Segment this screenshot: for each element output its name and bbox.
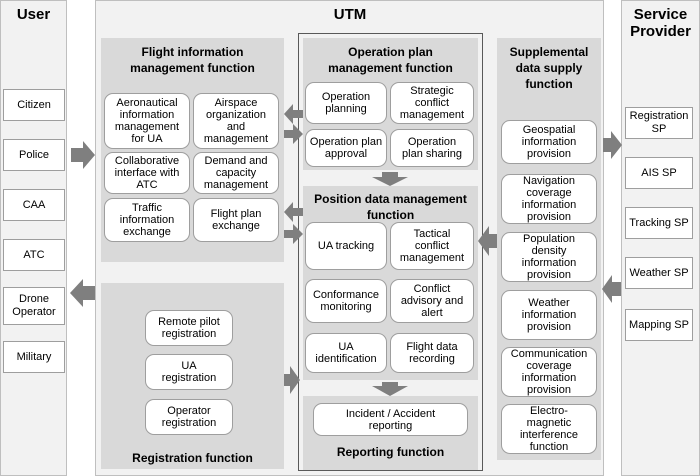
registration-title: Registration function xyxy=(132,451,253,465)
supplemental-title: Supplemental data supply function xyxy=(509,45,589,91)
operation-planning: Operation planning xyxy=(305,82,387,124)
user-column xyxy=(0,0,67,476)
utm-title: UTM xyxy=(333,6,367,23)
arrow-opplan-to-flightinfo xyxy=(284,104,303,124)
arrow-opplan-to-position xyxy=(372,172,408,186)
middle-frame xyxy=(298,33,483,471)
supp-weather: Weather information provision xyxy=(501,290,597,340)
flight-info-flight-plan-exchange: Flight plan exchange xyxy=(193,198,279,242)
user-military: Military xyxy=(3,341,65,373)
user-atc: ATC xyxy=(3,239,65,271)
arrow-supplemental-to-sp xyxy=(603,131,622,159)
flight-info-aeronautical: Aeronautical information management for … xyxy=(104,93,190,149)
user-citizen: Citizen xyxy=(3,89,65,121)
reporting-title: Reporting function xyxy=(336,445,445,459)
sp-weather: Weather SP xyxy=(625,257,693,289)
arrow-sp-to-supplemental xyxy=(602,275,621,303)
operation-plan-sharing: Operation plan sharing xyxy=(390,129,474,167)
flight-info-title: Flight information management function xyxy=(130,45,255,75)
operation-plan-title: Operation plan management function xyxy=(328,45,453,75)
supp-communication-coverage: Communication coverage information provi… xyxy=(501,347,597,397)
sp-tracking: Tracking SP xyxy=(625,207,693,239)
flight-info-airspace: Airspace organization and management xyxy=(193,93,279,149)
arrow-position-to-flightinfo xyxy=(284,202,303,222)
arrow-registration-to-position xyxy=(284,366,300,394)
ua-identification: UA identification xyxy=(305,333,387,373)
sp-ais: AIS SP xyxy=(625,157,693,189)
user-drone-operator: Drone Operator xyxy=(3,287,65,325)
flight-info-collaborative-atc: Collaborative interface with ATC xyxy=(104,152,190,194)
supp-electromagnetic-interference: Electro- magnetic interference function xyxy=(501,404,597,454)
sp-mapping: Mapping SP xyxy=(625,309,693,341)
arrow-flightinfo-to-position xyxy=(284,224,303,244)
supp-navigation-coverage: Navigation coverage information provisio… xyxy=(501,174,597,224)
strategic-conflict-management: Strategic conflict management xyxy=(390,82,474,124)
arrow-flightinfo-to-opplan xyxy=(284,124,303,144)
flight-data-recording: Flight data recording xyxy=(390,333,474,373)
registration-remote-pilot: Remote pilot registration xyxy=(145,310,233,346)
conflict-advisory-alert: Conflict advisory and alert xyxy=(390,279,474,323)
registration-operator: Operator registration xyxy=(145,399,233,435)
supp-population-density: Population density information provision xyxy=(501,232,597,282)
arrow-utm-to-drone-operator xyxy=(70,279,95,307)
arrow-position-to-reporting xyxy=(372,382,408,396)
flight-info-traffic-exchange: Traffic information exchange xyxy=(104,198,190,242)
user-caa: CAA xyxy=(3,189,65,221)
service-provider-title: Service Provider xyxy=(630,6,691,40)
flight-info-demand-capacity: Demand and capacity management xyxy=(193,152,279,194)
user-police: Police xyxy=(3,139,65,171)
registration-ua: UA registration xyxy=(145,354,233,390)
supp-geospatial: Geospatial information provision xyxy=(501,120,597,164)
operation-plan-approval: Operation plan approval xyxy=(305,129,387,167)
user-title: User xyxy=(16,6,51,23)
tactical-conflict-management: Tactical conflict management xyxy=(390,222,474,270)
sp-registration: Registration SP xyxy=(625,107,693,139)
incident-accident-reporting: Incident / Accident reporting xyxy=(313,403,468,436)
ua-tracking: UA tracking xyxy=(305,222,387,270)
arrow-user-to-utm xyxy=(71,141,95,169)
arrow-supplemental-to-position xyxy=(478,226,497,256)
conformance-monitoring: Conformance monitoring xyxy=(305,279,387,323)
position-title: Position data management function xyxy=(314,192,467,222)
